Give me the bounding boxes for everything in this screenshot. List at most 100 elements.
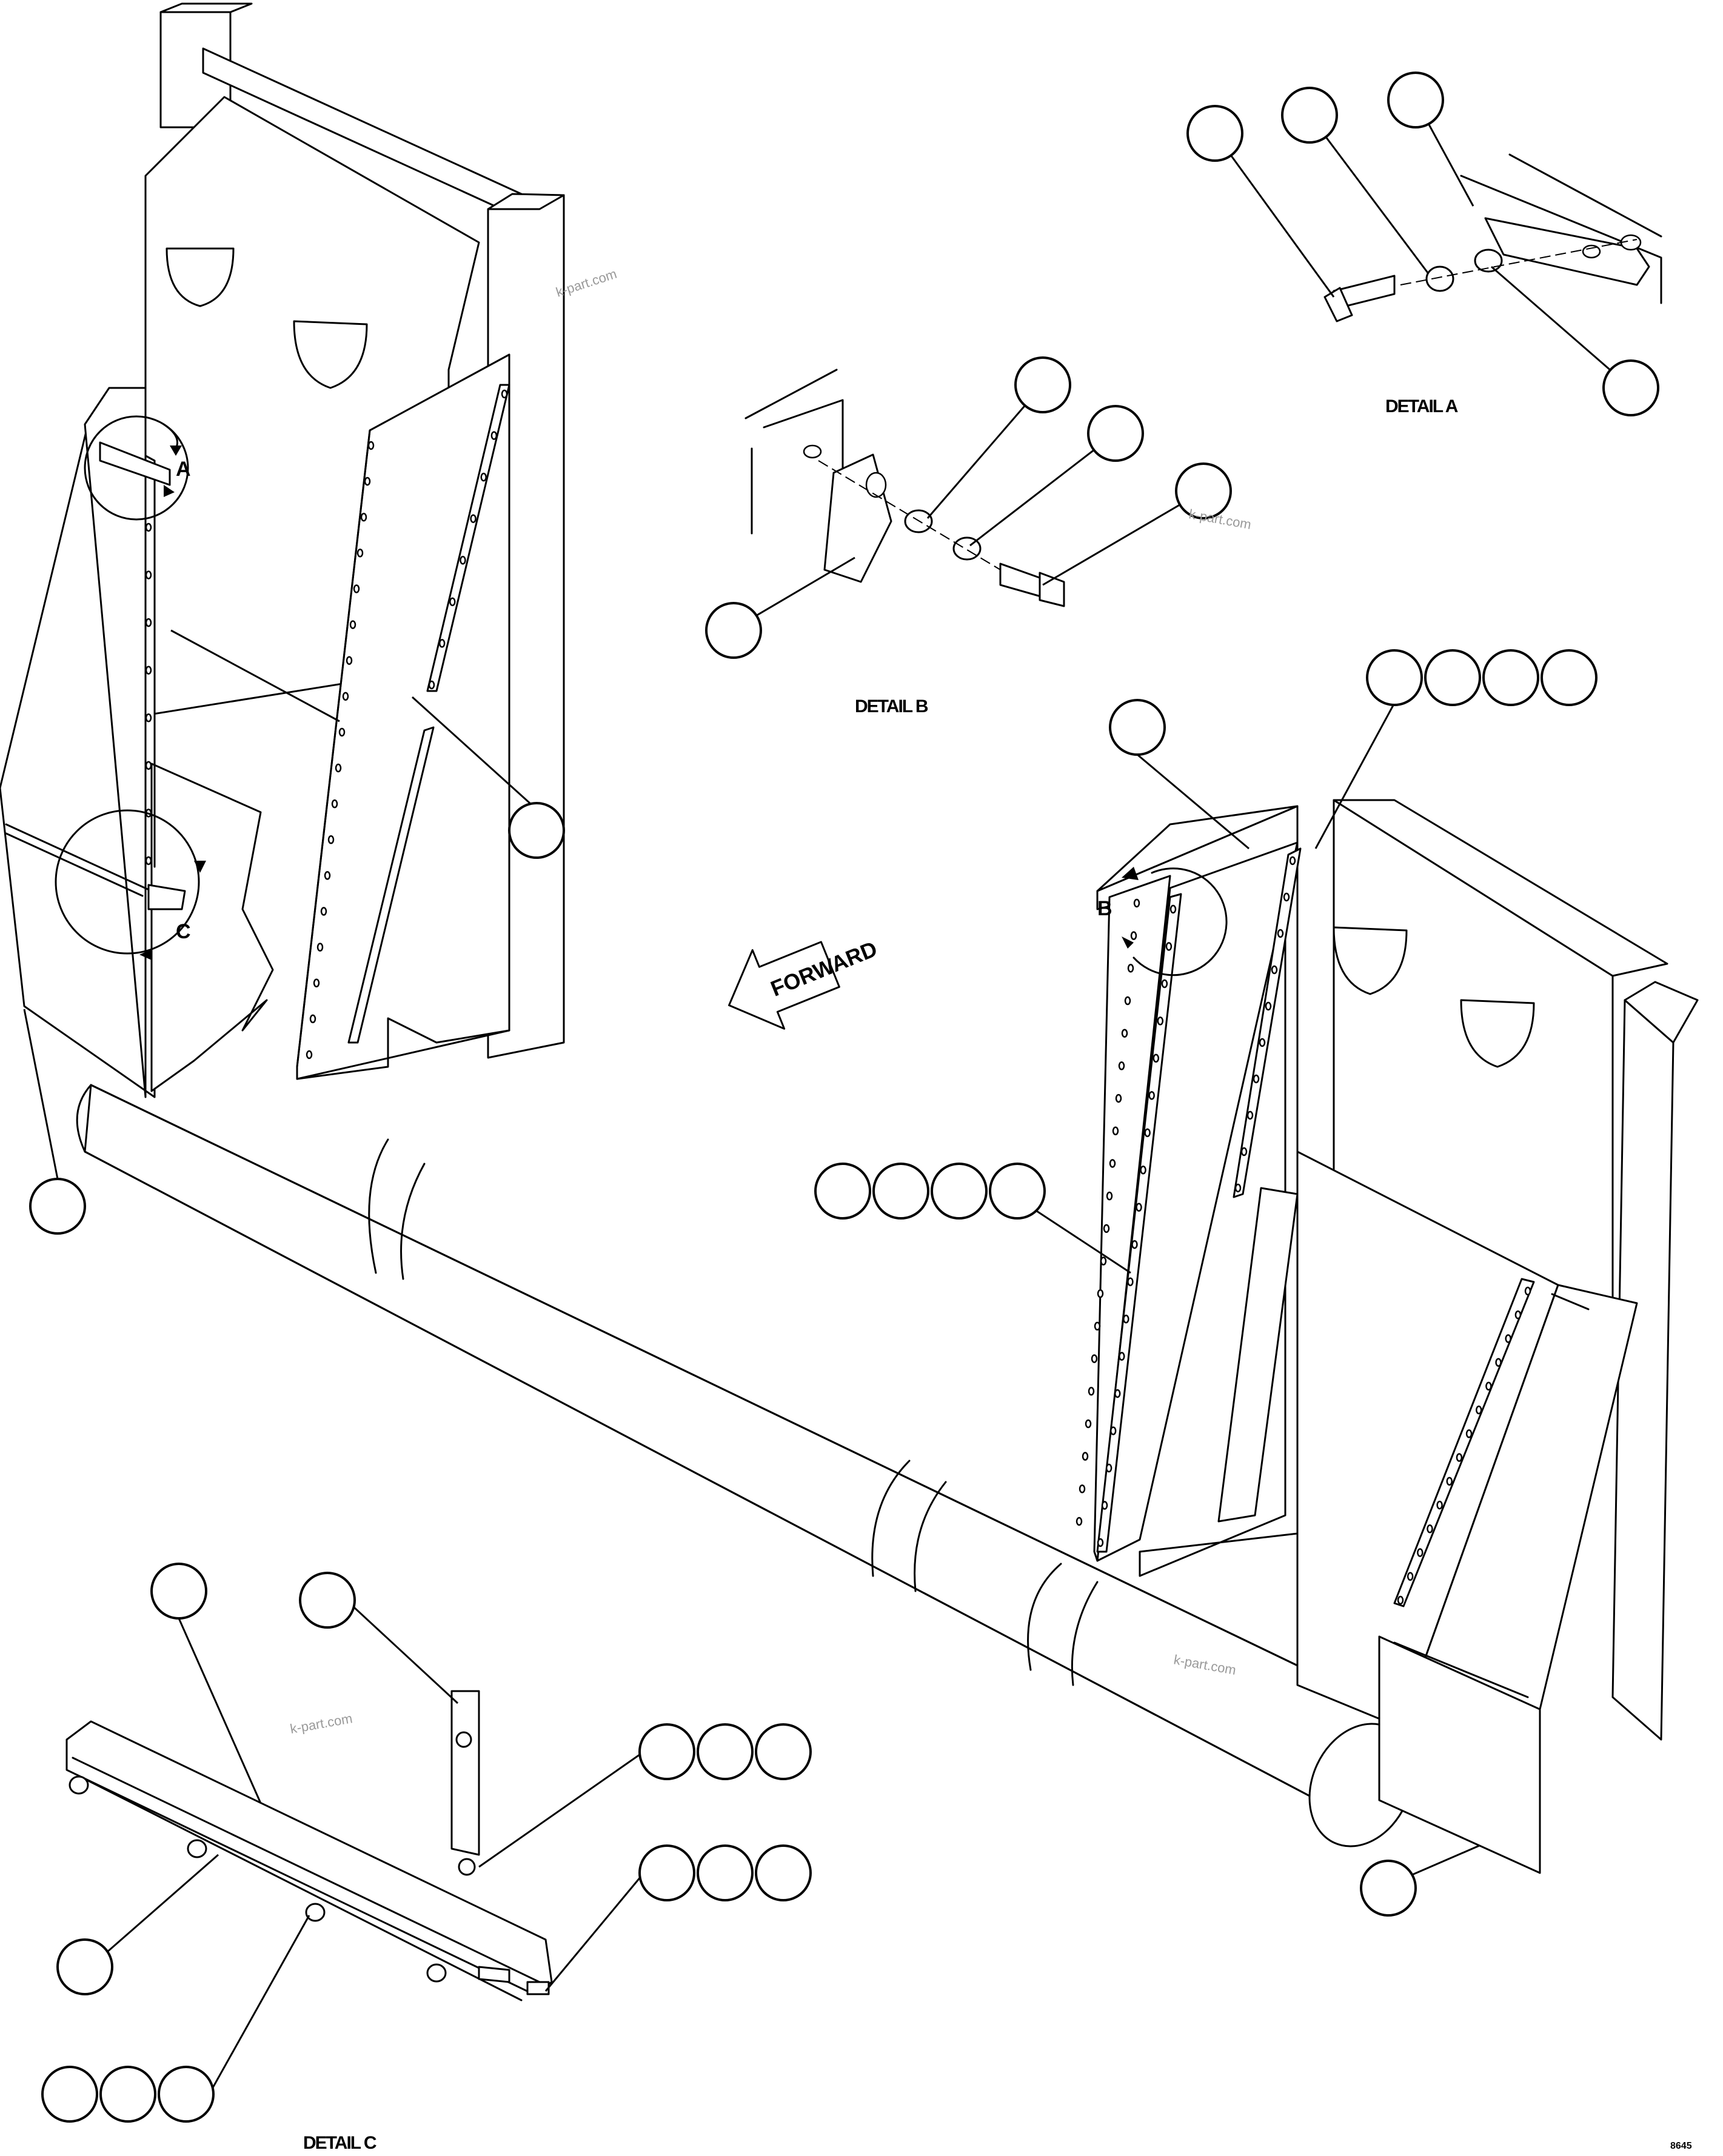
bolt [1148,1091,1155,1100]
bolt [1106,1191,1113,1201]
bolt [470,514,477,523]
reference-balloon [1366,649,1423,706]
reference-balloon [29,1178,86,1235]
bolt [342,692,349,701]
reference-balloon [1109,699,1166,756]
bolt [1524,1286,1531,1296]
reference-balloon [1387,72,1444,128]
detail-b-drawing: DETAIL B [744,369,1065,716]
bolt [1133,898,1140,908]
bolt [145,618,152,627]
bolt [1157,1016,1164,1026]
watermark-detail-c: k-part.com [289,1710,354,1737]
reference-balloon [697,1844,754,1901]
detail-a-drawing: DETAIL A [1323,153,1662,416]
bolt [324,871,331,880]
bolt [1121,1029,1128,1038]
left-rubber-strips [145,384,510,1060]
forward-arrow: FORWARD [728,936,880,1030]
bolt [1112,1126,1119,1136]
reference-balloon [1014,356,1071,413]
bolt [1465,1429,1473,1438]
reference-balloon [1602,359,1659,416]
bolt [1103,1224,1110,1233]
bolt [1475,1405,1482,1415]
bolt [1094,1321,1101,1331]
reference-balloon [1360,1860,1417,1917]
bolt [1417,1548,1424,1557]
bolt [1283,892,1290,902]
reference-balloon [1482,649,1539,706]
reference-balloon [872,1163,929,1220]
balloons [29,72,1659,2123]
reference-balloon [989,1163,1046,1220]
bolt [1397,1595,1404,1605]
bolt [1514,1310,1522,1320]
reference-balloon [1281,87,1338,144]
bolt [1101,1501,1108,1510]
bolt [1271,965,1278,975]
bolt [1109,1159,1116,1168]
reference-balloon [99,2066,156,2123]
bolt [320,907,327,916]
right-frame-assembly [1076,799,1699,1874]
bolt [1446,1477,1453,1486]
bolt [360,512,367,522]
bolt [313,978,320,988]
bolt [145,666,152,675]
bolt [145,522,152,532]
left-frame-assembly [0,2,565,1098]
bolt [1115,1093,1122,1103]
bolt [1161,979,1168,989]
reference-balloon [1087,405,1144,462]
bolt [1289,856,1296,866]
bolt [367,441,375,450]
bolt [1119,1352,1125,1361]
bolt [316,943,324,952]
bolt [338,727,346,737]
bolt [438,639,446,648]
reference-balloon [638,1723,695,1780]
reference-balloon [1175,462,1232,519]
bolt [1485,1381,1492,1391]
bolt [1153,1053,1160,1063]
detail-c-letter: C [176,920,191,943]
bolt [1240,1147,1248,1156]
bolt [460,556,466,565]
detail-c-caption: DETAIL C [303,2133,376,2153]
bolt [1436,1500,1443,1510]
bolt [306,1050,313,1060]
detail-b-letter: B [1097,897,1112,920]
bolt [309,1014,316,1024]
bolt [1246,1110,1254,1120]
bolt [1495,1358,1502,1367]
bolt [1140,1166,1146,1175]
reference-balloon [1541,649,1598,706]
bolt [1100,1257,1107,1266]
bolt [428,680,435,690]
detail-a-letter: A [176,458,191,481]
bolt [1165,942,1173,951]
bolt [1265,1001,1272,1011]
bolt [1082,1452,1089,1461]
bolt [1130,931,1137,940]
reference-balloon [1186,105,1243,162]
bolt [1091,1354,1098,1363]
bolt [331,799,338,809]
bolt [145,713,152,723]
bolt [1097,1538,1104,1547]
reference-balloon [508,802,565,859]
bolt [145,570,152,579]
bolt [1085,1419,1092,1429]
detail-c-drawing: DETAIL C [65,1690,553,2153]
bolt [1127,1277,1134,1286]
bolt [1234,1183,1242,1193]
bolt [1259,1038,1266,1047]
bolt [1088,1387,1095,1396]
bolt [1144,1128,1151,1138]
reference-balloon [638,1844,695,1901]
bolt [1407,1572,1414,1581]
bolt [364,476,371,486]
detail-b-caption: DETAIL B [855,696,928,716]
